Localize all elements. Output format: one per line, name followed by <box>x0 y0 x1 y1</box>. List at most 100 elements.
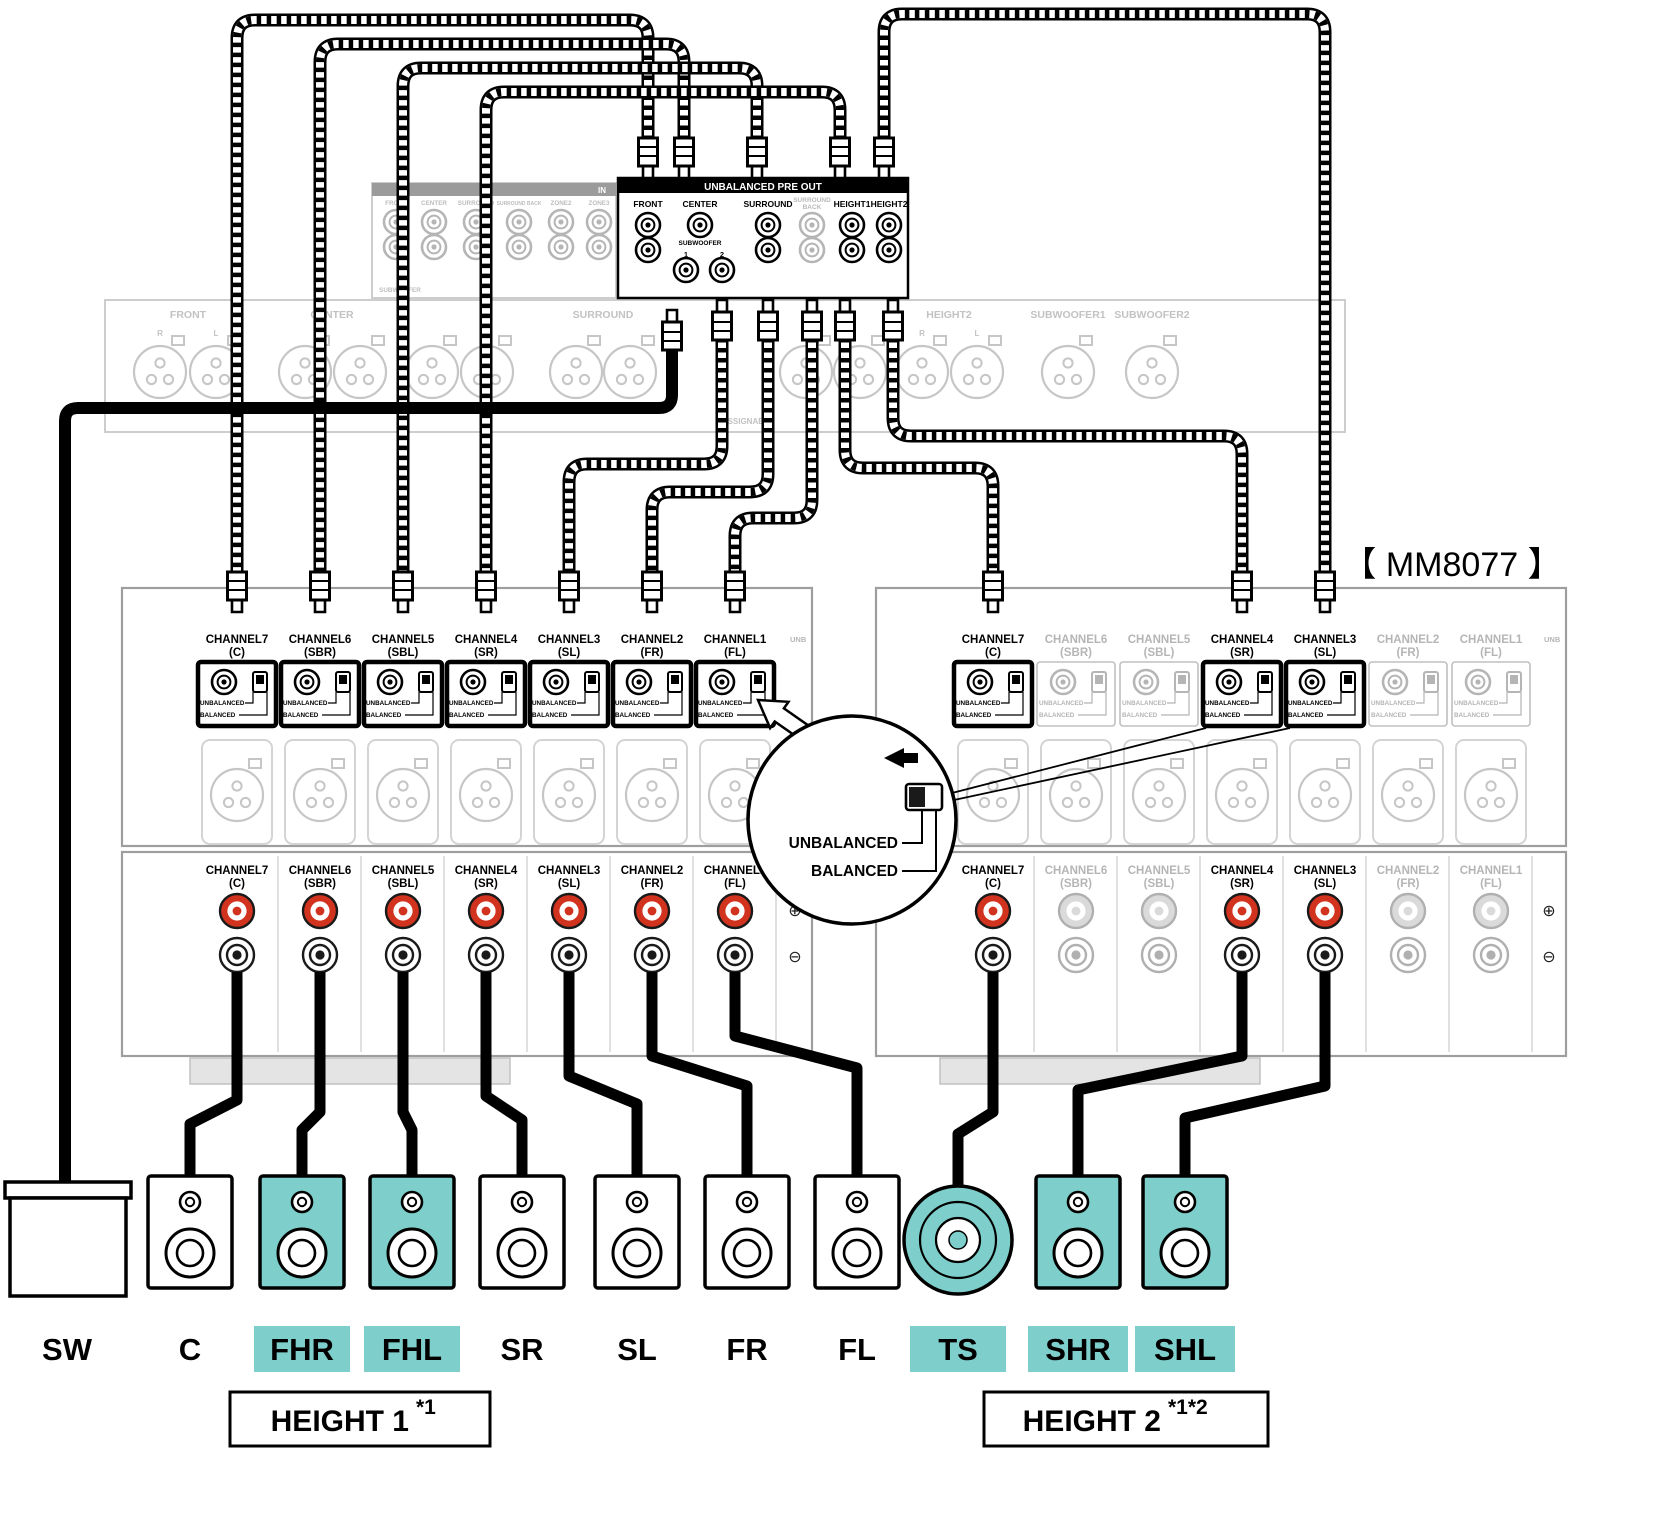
binding-post-positive-icon <box>550 892 588 930</box>
speaker-label-ts: TS <box>938 1332 978 1367</box>
speaker-fhr <box>258 1174 346 1290</box>
amp2-speaker-row: CHANNEL7 (C) CHANNEL6 (SBR) CHANNEL5 (SB… <box>962 856 1556 1052</box>
rca-cable <box>884 14 1325 574</box>
balance-switch-icon <box>667 671 683 693</box>
binding-post-positive-icon <box>1223 892 1261 930</box>
speaker-sw <box>3 1180 133 1298</box>
channel-label: CHANNEL5 <box>1128 634 1191 646</box>
channel-label: CHANNEL5 <box>372 865 435 877</box>
zone-center-label: CENTER <box>421 200 447 207</box>
channel-sublabel: (FL) <box>1480 647 1502 659</box>
inactive-input-outline <box>1451 661 1531 727</box>
rca-input-jack-icon <box>1049 668 1077 696</box>
switch-pointer-line <box>1499 692 1508 704</box>
speaker-sl <box>593 1174 681 1290</box>
speaker-wire-sl <box>563 972 643 1178</box>
channel-input-cell: CHANNEL7 (C) UNBALANCED BALANCED <box>951 634 1035 729</box>
zone-in-label: IN <box>598 186 606 195</box>
callout-bracket-line <box>902 810 923 844</box>
speaker-ts <box>902 1184 1014 1296</box>
rca-input-jack-icon <box>376 668 404 696</box>
cell-dividers <box>277 856 777 1052</box>
channel-sublabel: (SL) <box>558 878 581 890</box>
channel-label: CHANNEL4 <box>455 634 518 646</box>
unbalanced-label: UNBALANCED <box>449 700 494 707</box>
channel-label: CHANNEL2 <box>621 634 684 646</box>
channel-label: CHANNEL6 <box>1045 865 1108 877</box>
switch-pointer-line <box>1333 692 1342 704</box>
channel-sublabel: (SR) <box>1230 647 1254 659</box>
balance-switch-icon <box>1340 671 1356 693</box>
channel-speaker-cell: CHANNEL1 (FL) <box>1460 865 1523 974</box>
preout-panel-header <box>618 178 908 193</box>
speaker-label-c: C <box>179 1332 201 1367</box>
active-input-outline <box>951 659 1035 729</box>
switch-callout: UNBALANCED BALANCED <box>746 698 1291 926</box>
balance-switch-icon <box>1091 671 1107 693</box>
speaker-label-sl: SL <box>617 1332 657 1367</box>
channel-sublabel: (SBL) <box>1144 647 1175 659</box>
binding-post-positive-icon <box>974 892 1012 930</box>
channel-label: CHANNEL7 <box>206 865 269 877</box>
speaker-shr <box>1034 1174 1122 1290</box>
xlr-height2-label: HEIGHT2 <box>926 309 972 321</box>
preout-subwoofer-label: SUBWOOFER <box>679 240 722 247</box>
callout-balanced-label: BALANCED <box>811 863 898 880</box>
speaker-sr <box>478 1174 566 1290</box>
preout-surround-back-label1: SURROUND <box>793 197 831 204</box>
speaker-label-sr: SR <box>500 1332 543 1367</box>
preout-surround-back-label2: BACK <box>803 204 822 211</box>
binding-post-positive-icon <box>716 892 754 930</box>
callout-leader-line <box>951 727 1207 794</box>
unbalanced-label: UNBALANCED <box>956 700 1001 707</box>
rca-input-jack-icon <box>1215 668 1243 696</box>
channel-speaker-cell: CHANNEL2 (FR) <box>1377 865 1439 974</box>
balanced-label: BALANCED <box>1371 712 1407 719</box>
binding-post-negative-icon <box>301 936 339 974</box>
speaker-wire-shr <box>1072 972 1248 1178</box>
zone-surround-back-label: SURROUND BACK <box>497 201 542 207</box>
channel-label: CHANNEL1 <box>1460 634 1523 646</box>
channel-label: CHANNEL2 <box>621 865 684 877</box>
channel-input-cell: CHANNEL1 (FL) UNBALANCED BALANCED <box>1451 634 1531 727</box>
active-input-outline <box>444 659 528 729</box>
channel-input-cell: CHANNEL2 (FR) UNBALANCED BALANCED <box>1368 634 1448 727</box>
unbalanced-label: UNBALANCED <box>698 700 743 707</box>
channel-input-cell: CHANNEL2 (FR) UNBALANCED BALANCED <box>610 634 694 729</box>
balance-switch-icon <box>252 671 268 693</box>
rca-input-jack-icon <box>1298 668 1326 696</box>
switch-pointer-line <box>1084 692 1093 704</box>
binding-post-positive-icon <box>633 892 671 930</box>
channel-sublabel: (FL) <box>1480 878 1502 890</box>
xlr-assignable-label: ASSIGNABLE <box>722 417 775 426</box>
balance-switch-icon <box>1506 671 1522 693</box>
unbalanced-label: UNBALANCED <box>1454 700 1499 707</box>
switch-pointer-line <box>654 692 683 716</box>
subwoofer-cable <box>59 348 678 1196</box>
switch-pointer-line <box>1416 692 1425 704</box>
amp2-input-row: CHANNEL7 (C) UNBALANCED BALANCED CHANNEL… <box>951 634 1531 729</box>
speaker-wire-c <box>184 972 243 1178</box>
height2-label: HEIGHT 2 <box>1023 1405 1161 1438</box>
channel-sublabel: (SL) <box>1314 878 1337 890</box>
channel-speaker-cell: CHANNEL4 (SR) <box>1211 865 1274 974</box>
balance-switch-icon <box>1257 671 1273 693</box>
binding-post-negative-icon <box>467 936 505 974</box>
amp2-panel: UNB CHANNEL7 (C) UNBALANCED BALANCED CHA… <box>874 586 1568 1058</box>
channel-input-cell: CHANNEL1 (FL) UNBALANCED BALANCED <box>693 634 777 729</box>
channel-sublabel: (C) <box>985 647 1001 659</box>
balance-switch-icon <box>501 671 517 693</box>
channel-sublabel: (SBL) <box>388 878 419 890</box>
binding-post-negative-icon <box>1057 936 1095 974</box>
channel-input-cell: CHANNEL5 (SBL) UNBALANCED BALANCED <box>1119 634 1199 727</box>
xlr-surround-label: SURROUND <box>573 309 634 321</box>
channel-speaker-cell: CHANNEL3 (SL) <box>1294 865 1356 974</box>
channel-label: CHANNEL1 <box>704 865 767 877</box>
speaker-label-fhl: FHL <box>382 1332 442 1367</box>
inactive-input-outline <box>1368 661 1448 727</box>
channel-sublabel: (FR) <box>1397 647 1420 659</box>
unbalanced-label: UNBALANCED <box>1205 700 1250 707</box>
balanced-label: BALANCED <box>1039 712 1075 719</box>
inactive-input-outline <box>1119 661 1199 727</box>
zone-surround-label: SURROUND <box>458 200 495 207</box>
